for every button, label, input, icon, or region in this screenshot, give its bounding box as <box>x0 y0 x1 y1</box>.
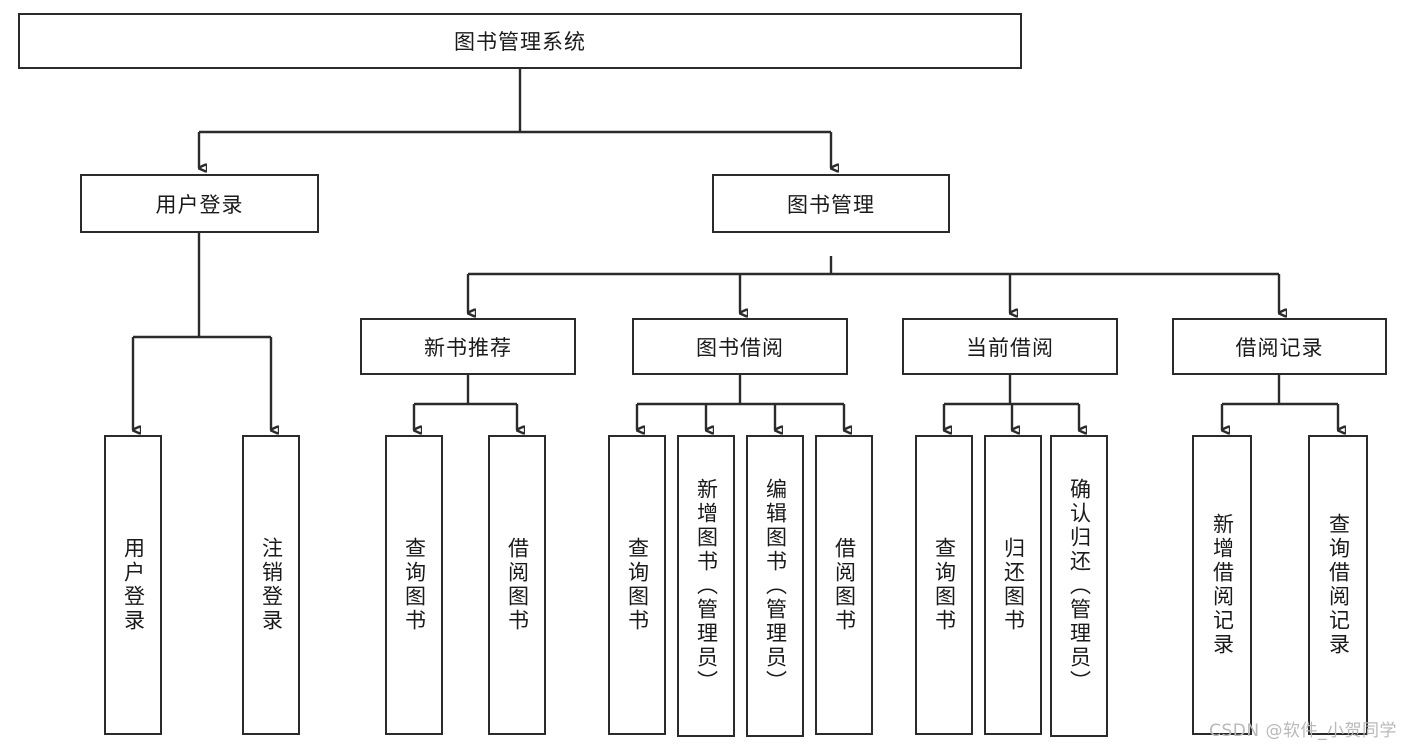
node-root[interactable]: 图书管理系统 <box>18 13 1022 69</box>
node-root-label: 图书管理系统 <box>454 30 586 54</box>
node-leaf-edit-book-admin[interactable]: 编辑图书（管理员） <box>746 435 804 737</box>
node-leaf-return-book-label: 归还图书 <box>1001 537 1026 633</box>
node-leaf-borrow-book-1-label: 借阅图书 <box>505 537 530 633</box>
node-leaf-logout[interactable]: 注销登录 <box>242 435 300 735</box>
node-leaf-confirm-return-admin-label: 确认归还（管理员） <box>1067 478 1092 694</box>
node-leaf-query-book-1[interactable]: 查询图书 <box>385 435 443 735</box>
node-book-borrow[interactable]: 图书借阅 <box>632 318 848 375</box>
node-leaf-confirm-return-admin[interactable]: 确认归还（管理员） <box>1050 435 1108 737</box>
node-borrow-record[interactable]: 借阅记录 <box>1172 318 1387 375</box>
node-leaf-add-book-admin-label: 新增图书（管理员） <box>694 478 719 694</box>
node-borrow-record-label: 借阅记录 <box>1235 335 1324 360</box>
node-new-book-rec[interactable]: 新书推荐 <box>360 318 576 375</box>
node-leaf-edit-book-admin-label: 编辑图书（管理员） <box>763 478 788 694</box>
node-book-manage[interactable]: 图书管理 <box>712 174 950 233</box>
node-leaf-query-book-2[interactable]: 查询图书 <box>608 435 666 735</box>
node-leaf-query-book-3[interactable]: 查询图书 <box>915 435 973 735</box>
node-current-borrow-label: 当前借阅 <box>966 335 1054 360</box>
node-leaf-user-login[interactable]: 用户登录 <box>104 435 162 735</box>
node-leaf-query-borrow-record-label: 查询借阅记录 <box>1326 513 1351 657</box>
node-leaf-logout-label: 注销登录 <box>259 537 284 633</box>
node-new-book-rec-label: 新书推荐 <box>424 335 512 360</box>
node-leaf-borrow-book-1[interactable]: 借阅图书 <box>488 435 546 735</box>
node-leaf-query-book-1-label: 查询图书 <box>402 537 427 633</box>
node-leaf-query-borrow-record[interactable]: 查询借阅记录 <box>1308 435 1368 735</box>
node-leaf-query-book-2-label: 查询图书 <box>625 537 650 633</box>
node-leaf-return-book[interactable]: 归还图书 <box>984 435 1042 735</box>
node-leaf-user-login-label: 用户登录 <box>121 537 146 633</box>
node-current-borrow[interactable]: 当前借阅 <box>902 318 1118 375</box>
node-leaf-query-book-3-label: 查询图书 <box>932 537 957 633</box>
node-user-login-label: 用户登录 <box>155 192 244 217</box>
node-book-borrow-label: 图书借阅 <box>696 335 784 360</box>
node-leaf-add-borrow-record-label: 新增借阅记录 <box>1210 513 1235 657</box>
node-leaf-add-borrow-record[interactable]: 新增借阅记录 <box>1192 435 1252 735</box>
node-user-login[interactable]: 用户登录 <box>80 174 319 233</box>
node-book-manage-label: 图书管理 <box>787 192 875 217</box>
node-leaf-borrow-book-2-label: 借阅图书 <box>832 537 857 633</box>
node-leaf-borrow-book-2[interactable]: 借阅图书 <box>815 435 873 735</box>
node-leaf-add-book-admin[interactable]: 新增图书（管理员） <box>677 435 735 737</box>
